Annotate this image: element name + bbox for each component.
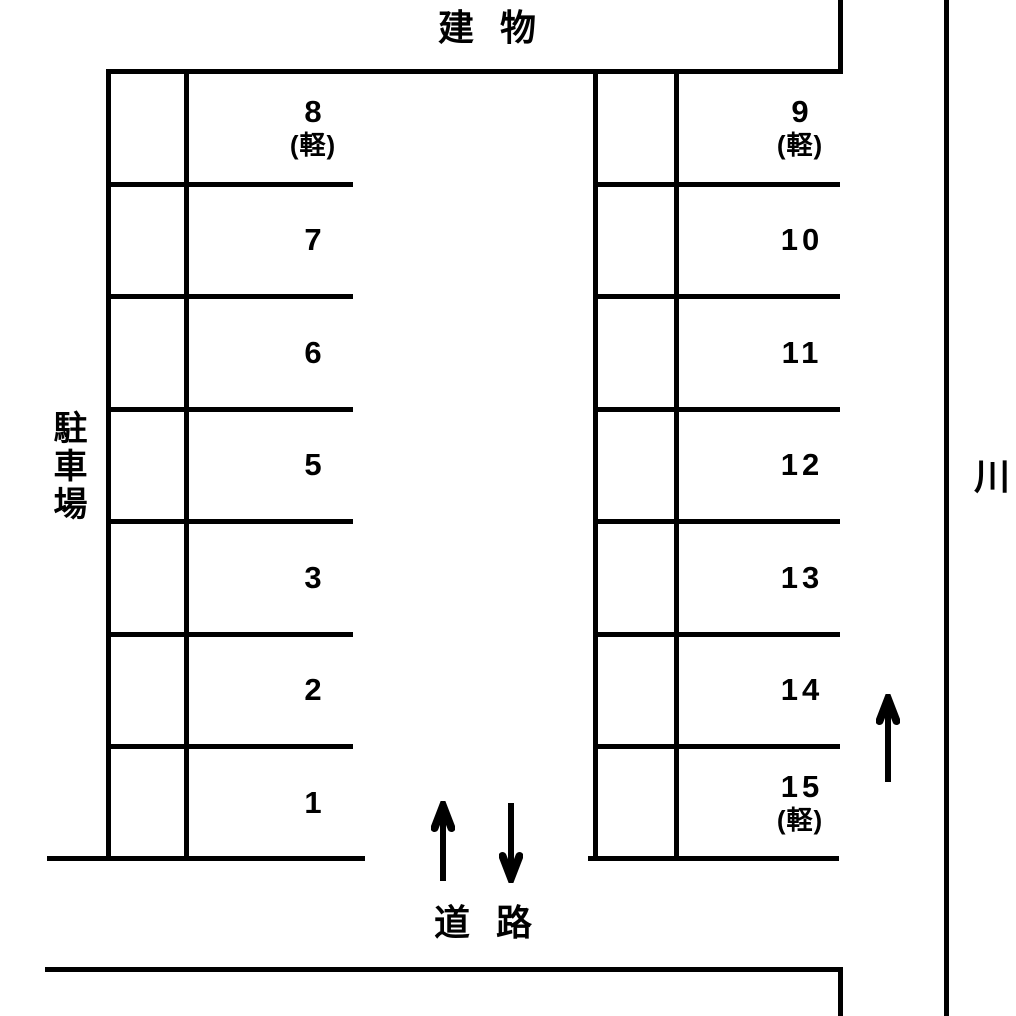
space-number: 9 [791,94,813,130]
parking-space-3: 3 [273,524,353,632]
right-row-divider-6 [593,744,840,749]
left-row-divider-1 [106,182,353,187]
right-row-divider-3 [593,407,840,412]
up-arrow-icon [876,694,900,784]
right-column-outer-line [593,69,598,861]
space-number: 14 [780,671,824,707]
space-number: 15 [780,769,824,805]
building-right-line [838,0,843,74]
parking-space-6: 6 [273,299,353,407]
parking-space-1: 1 [273,749,353,857]
right-row-divider-4 [593,519,840,524]
right-row-divider-1 [593,182,840,187]
space-number: 13 [780,559,824,595]
down-arrow-icon [499,801,523,883]
space-number: 6 [304,334,326,370]
parking-lot-label: 駐車場 [48,410,86,524]
parking-space-8: 8 (軽) [273,74,353,182]
left-row-divider-3 [106,407,353,412]
right-column-bottom-line [588,856,839,861]
right-row-divider-5 [593,632,840,637]
left-row-divider-4 [106,519,353,524]
space-note: (軽) [776,804,824,835]
river-label: 川 [973,456,1010,497]
space-note: (軽) [776,129,824,160]
space-number: 3 [304,559,326,595]
building-label: 建 物 [437,7,544,48]
left-row-divider-6 [106,744,353,749]
parking-space-13: 13 [760,524,840,632]
road-corner-line [838,967,843,1016]
space-number: 7 [304,221,326,257]
space-number: 1 [304,784,326,820]
left-column-outer-line [106,69,111,861]
parking-space-7: 7 [273,186,353,294]
river-line [944,0,949,1016]
parking-space-5: 5 [273,411,353,519]
parking-space-14: 14 [760,636,840,744]
left-column-bottom-line [47,856,365,861]
parking-space-2: 2 [273,636,353,744]
space-number: 8 [304,94,326,130]
parking-space-15: 15 (軽) [760,749,840,857]
right-column-inner-line [674,69,679,861]
parking-space-12: 12 [760,411,840,519]
space-number: 2 [304,671,326,707]
road-label: 道 路 [433,902,540,943]
parking-space-11: 11 [760,299,840,407]
road-bottom-line [45,967,843,972]
parking-space-10: 10 [760,186,840,294]
parking-space-9: 9 (軽) [760,74,840,182]
space-note: (軽) [289,129,337,160]
right-row-divider-2 [593,294,840,299]
building-bottom-line [106,69,843,74]
left-row-divider-5 [106,632,353,637]
up-arrow-icon [431,801,455,883]
left-column-inner-line [184,69,189,861]
space-number: 11 [781,334,823,370]
left-row-divider-2 [106,294,353,299]
space-number: 12 [780,446,824,482]
space-number: 5 [304,446,326,482]
space-number: 10 [780,221,824,257]
